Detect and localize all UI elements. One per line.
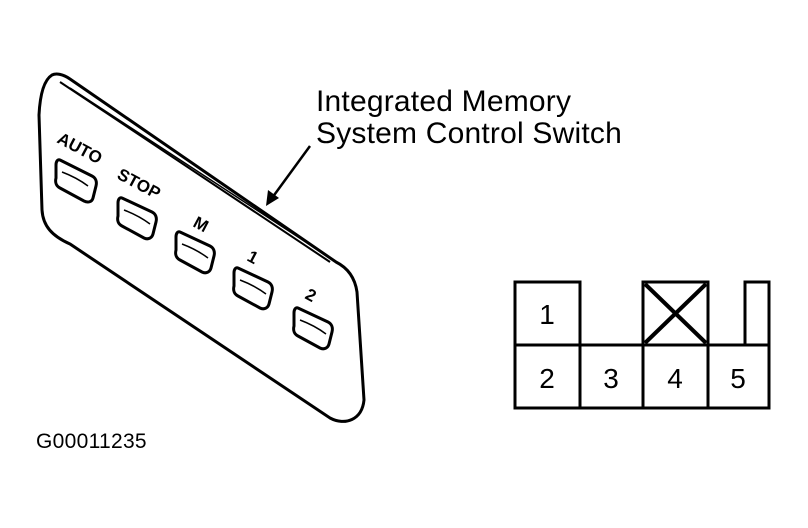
callout-leader-arrow bbox=[266, 145, 312, 206]
pin-number-1: 1 bbox=[539, 299, 555, 330]
connector-face: 1 2 3 4 5 bbox=[513, 280, 771, 410]
switch-panel-outline bbox=[37, 72, 366, 423]
pin-number-5: 5 bbox=[730, 363, 746, 394]
memory-2-button[interactable] bbox=[292, 306, 334, 351]
m-button-label: M bbox=[190, 213, 211, 236]
switch-panel-top-edge bbox=[59, 81, 331, 263]
callout-line-1: Integrated Memory bbox=[316, 85, 572, 118]
callout-line-2: System Control Switch bbox=[316, 117, 622, 150]
pin-number-4: 4 bbox=[667, 363, 683, 394]
switch-panel-bezel bbox=[69, 87, 319, 251]
figure-id: G00011235 bbox=[36, 430, 147, 453]
pin-number-3: 3 bbox=[603, 363, 619, 394]
component-callout: Integrated Memory System Control Switch bbox=[316, 86, 622, 150]
auto-button[interactable] bbox=[54, 158, 98, 204]
pin-number-2: 2 bbox=[539, 363, 555, 394]
memory-1-button-label: 1 bbox=[244, 247, 261, 268]
m-button[interactable] bbox=[174, 230, 216, 275]
memory-1-button[interactable] bbox=[232, 266, 274, 311]
connector-key-tab bbox=[743, 280, 771, 347]
stop-button[interactable] bbox=[116, 196, 158, 241]
memory-2-button-label: 2 bbox=[302, 285, 319, 306]
